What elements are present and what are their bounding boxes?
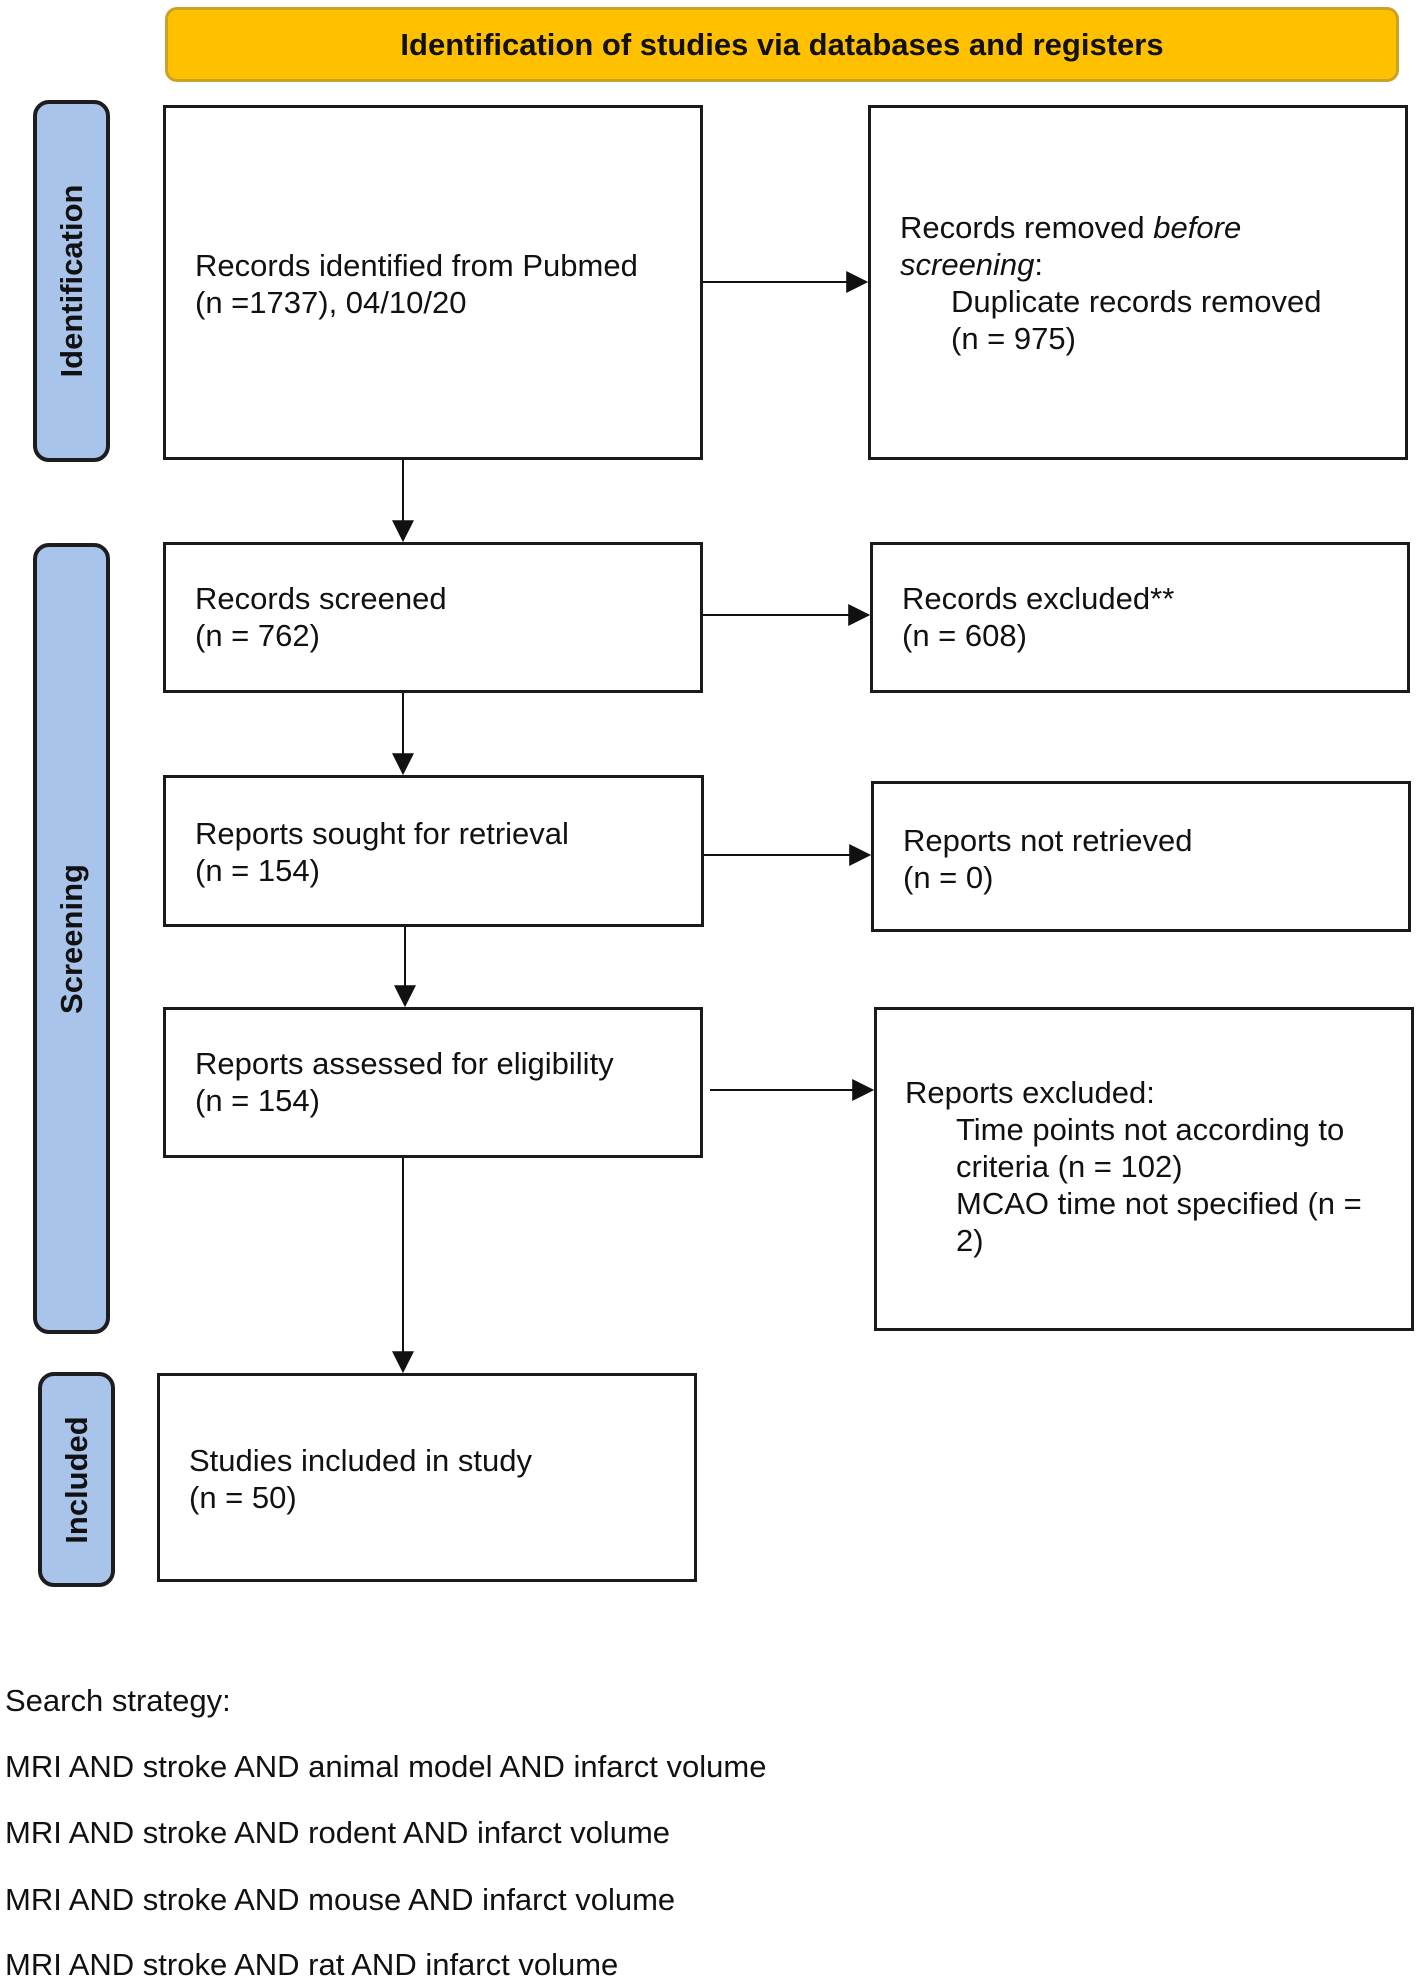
- search-query-3: MRI AND stroke AND mouse AND infarct vol…: [5, 1882, 676, 1917]
- records-screened-label: Records screened: [195, 581, 447, 616]
- reports-sought-count: (n = 154): [195, 853, 320, 888]
- records-identified-count: (n =1737), 04/10/20: [195, 285, 467, 320]
- records-removed-subheading: screening:: [900, 247, 1044, 282]
- exclusion-reason-timepoints-count: criteria (n = 102): [956, 1149, 1183, 1184]
- reports-assessed-label: Reports assessed for eligibility: [195, 1046, 614, 1081]
- records-screened-count: (n = 762): [195, 618, 320, 653]
- exclusion-reason-timepoints: Time points not according to: [956, 1112, 1345, 1147]
- reports-sought-label: Reports sought for retrieval: [195, 816, 569, 851]
- records-identified-box: Records identified from Pubmed (n =1737)…: [163, 105, 703, 460]
- reports-not-retrieved-box: Reports not retrieved (n = 0): [871, 781, 1411, 932]
- records-excluded-label: Records excluded**: [902, 581, 1175, 616]
- records-removed-box: Records removed before screening: Duplic…: [868, 105, 1408, 460]
- header-title: Identification of studies via databases …: [400, 26, 1164, 62]
- reports-not-retrieved-label: Reports not retrieved: [903, 823, 1193, 858]
- reports-assessed-box: Reports assessed for eligibility (n = 15…: [163, 1007, 703, 1158]
- search-query-1: MRI AND stroke AND animal model AND infa…: [5, 1749, 767, 1784]
- studies-included-label: Studies included in study: [189, 1443, 532, 1478]
- search-query-4: MRI AND stroke AND rat AND infarct volum…: [5, 1947, 619, 1982]
- records-excluded-box: Records excluded** (n = 608): [870, 542, 1410, 693]
- reports-assessed-count: (n = 154): [195, 1083, 320, 1118]
- reports-excluded-box: Reports excluded: Time points not accord…: [874, 1007, 1414, 1331]
- studies-included-box: Studies included in study (n = 50): [157, 1373, 697, 1582]
- phase-included: Included: [38, 1372, 115, 1587]
- records-screened-box: Records screened (n = 762): [163, 542, 703, 693]
- exclusion-reason-mcao-count: 2): [956, 1223, 984, 1258]
- reports-not-retrieved-count: (n = 0): [903, 860, 994, 895]
- search-query-2: MRI AND stroke AND rodent AND infarct vo…: [5, 1815, 671, 1850]
- duplicates-removed-label: Duplicate records removed: [951, 284, 1322, 319]
- phase-identification: Identification: [33, 100, 110, 462]
- reports-excluded-heading: Reports excluded:: [905, 1075, 1155, 1110]
- phase-screening: Screening: [33, 543, 110, 1334]
- search-strategy-heading: Search strategy:: [5, 1683, 231, 1718]
- studies-included-count: (n = 50): [189, 1480, 297, 1515]
- reports-sought-box: Reports sought for retrieval (n = 154): [163, 775, 704, 927]
- records-excluded-count: (n = 608): [902, 618, 1027, 653]
- header-banner: Identification of studies via databases …: [165, 7, 1399, 82]
- exclusion-reason-mcao: MCAO time not specified (n =: [956, 1186, 1362, 1221]
- records-identified-label: Records identified from Pubmed: [195, 248, 638, 283]
- duplicates-removed-count: (n = 975): [951, 321, 1076, 356]
- records-removed-heading: Records removed before: [900, 210, 1242, 245]
